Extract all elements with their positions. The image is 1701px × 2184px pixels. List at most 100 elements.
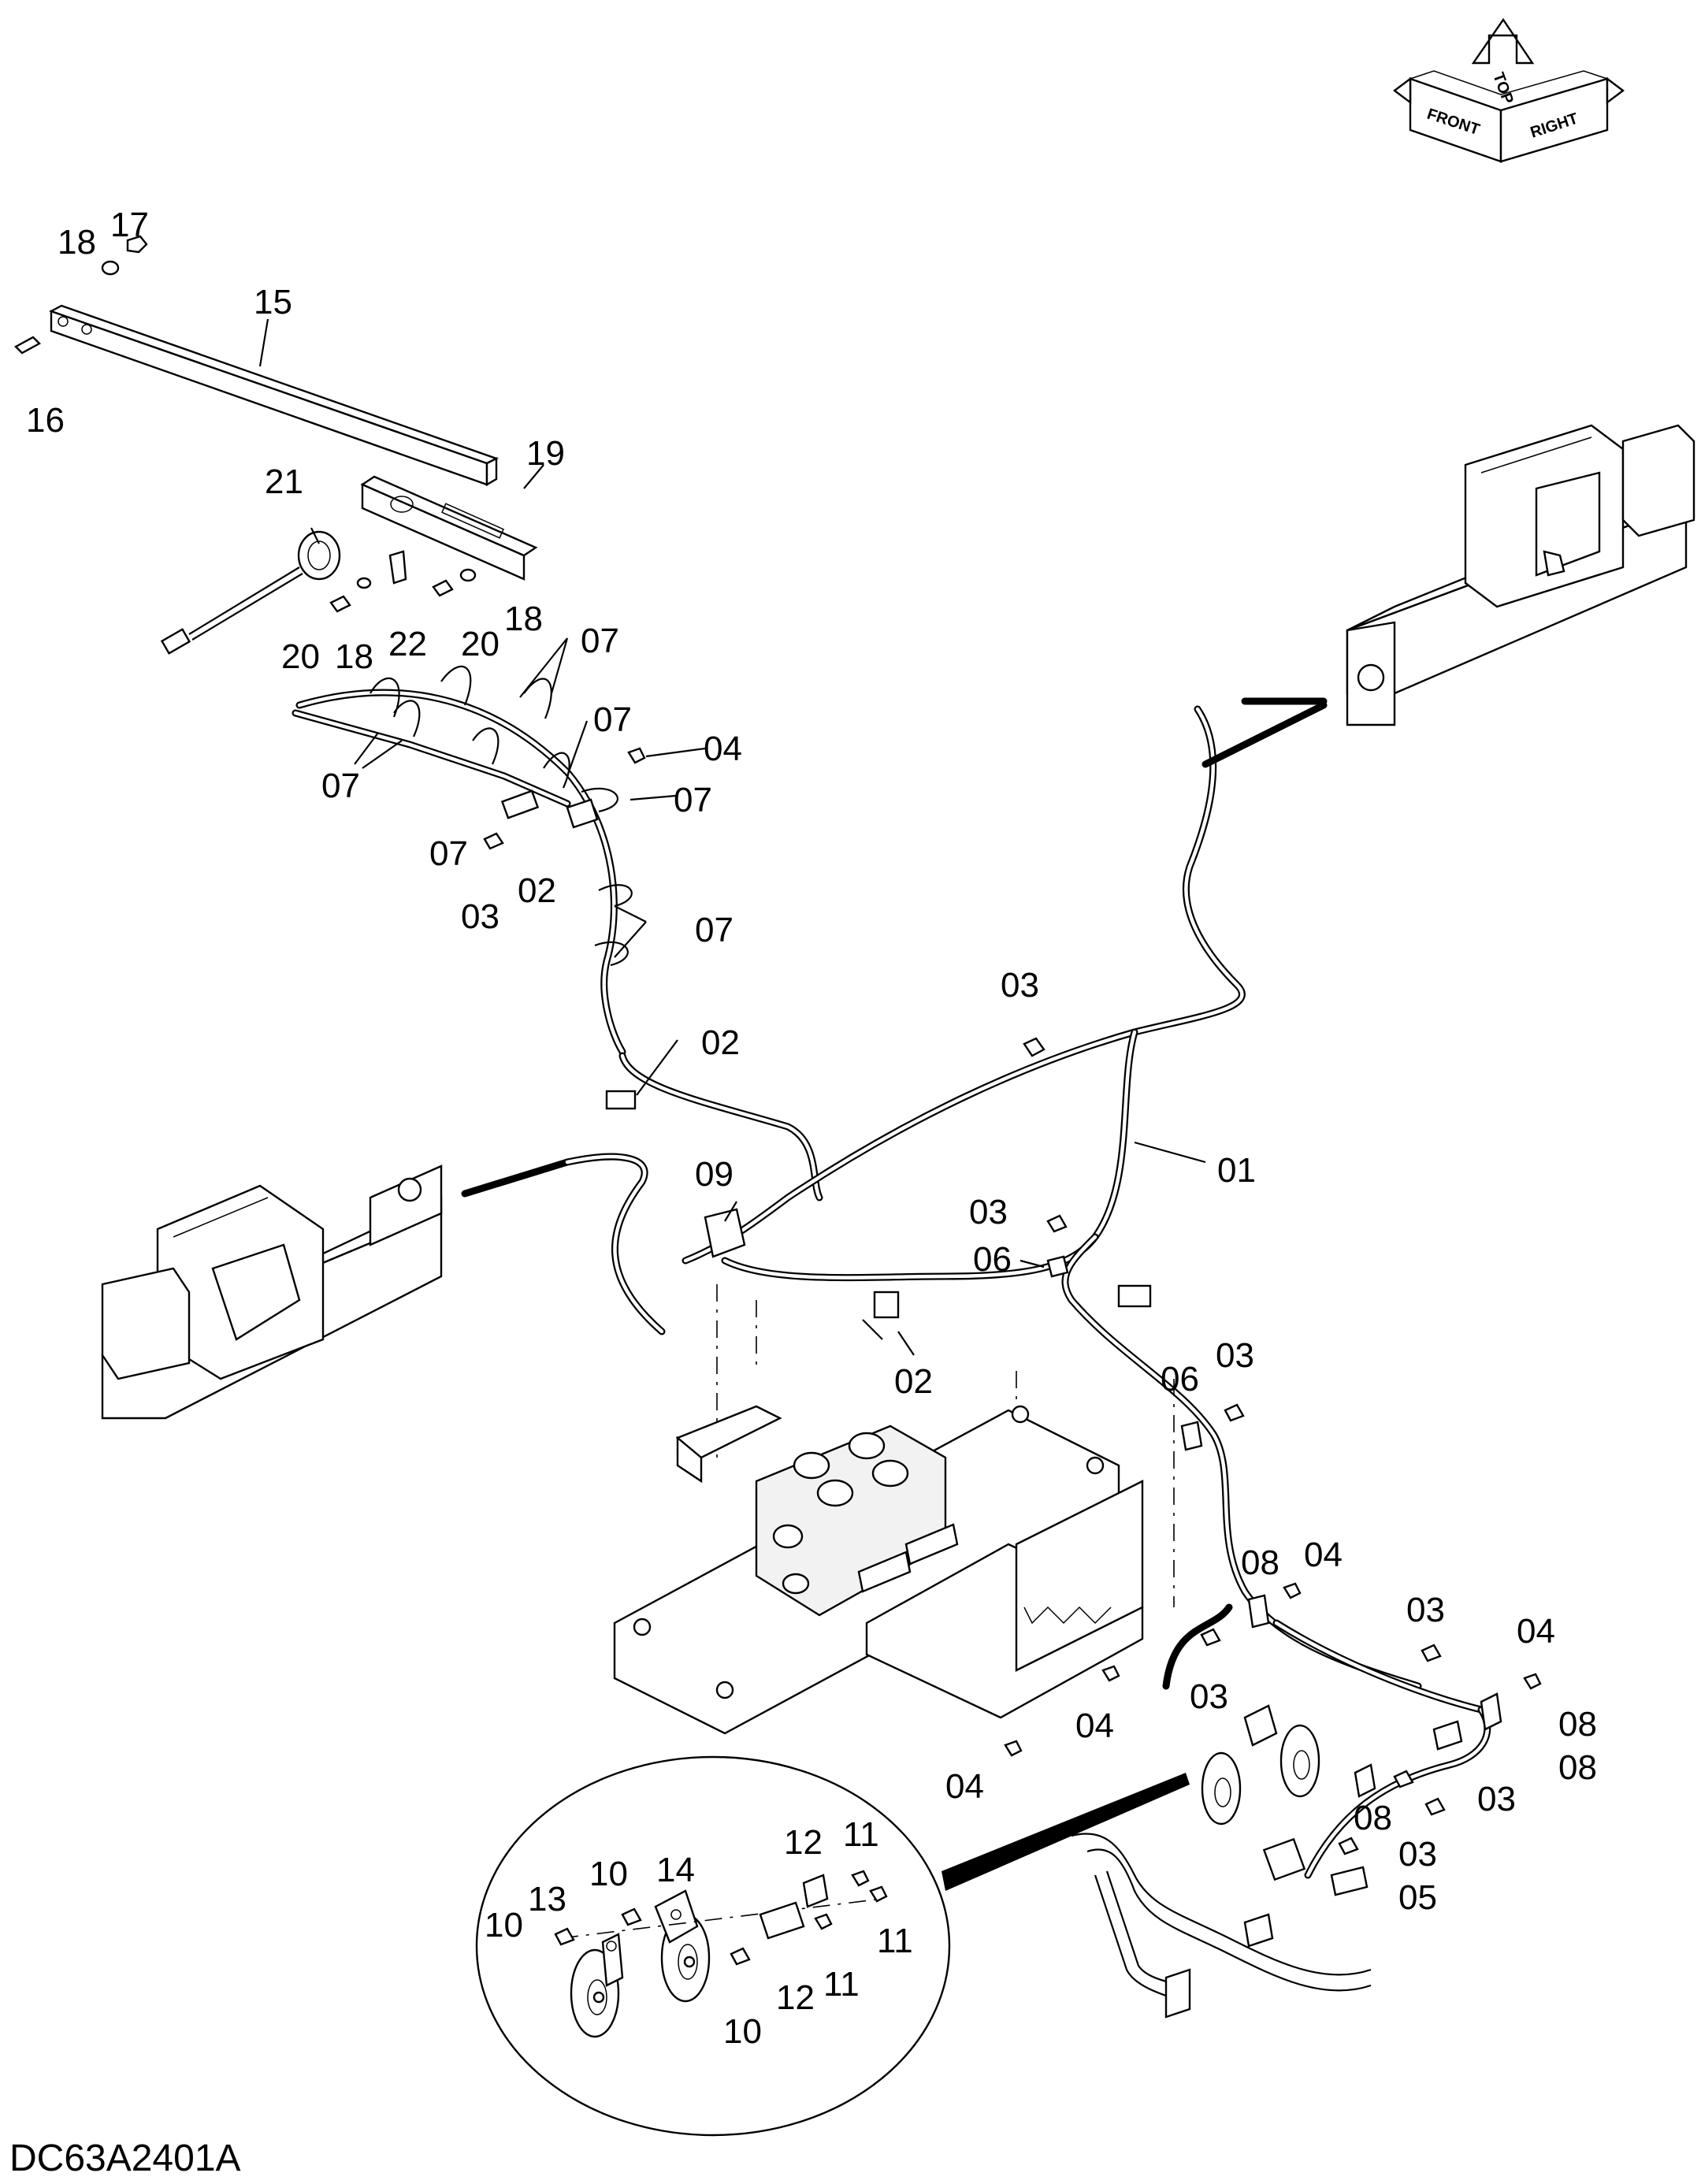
bolt-16 (14, 336, 41, 355)
bolt-03b (1023, 1037, 1045, 1057)
callout-07-c: 07 (321, 767, 360, 805)
detail-nut-11a (851, 1870, 870, 1887)
callout-04-a: 04 (704, 730, 742, 768)
bolt-03i (1338, 1837, 1359, 1855)
callout-07-b: 07 (593, 700, 632, 739)
clip-06a (1046, 1255, 1069, 1278)
callout-10-c: 10 (723, 2012, 762, 2051)
horn-area (1071, 1582, 1542, 2019)
callout-07-a: 07 (581, 622, 619, 660)
nut-04b (1101, 1665, 1120, 1682)
callout-16: 16 (26, 401, 65, 440)
bolt-03a (483, 832, 504, 850)
callout-03-a: 03 (461, 897, 500, 936)
clip-05 (1330, 1866, 1369, 1896)
callout-03-d: 03 (1216, 1336, 1254, 1375)
washer-18 (101, 260, 120, 276)
callout-02-b: 02 (701, 1023, 740, 1062)
connector-main (1117, 1284, 1152, 1308)
clamp-02c (605, 1090, 637, 1110)
drawing-code: DC63A2401A (9, 2138, 241, 2179)
callout-07-d: 07 (674, 781, 712, 819)
nut-04d (1283, 1582, 1302, 1599)
bolt-03h (1424, 1797, 1446, 1816)
detail-bolt-10a (554, 1927, 575, 1946)
upper-harness (292, 666, 646, 1110)
control-valve-assembly (613, 1284, 1175, 1757)
callout-08-b: 08 (1558, 1705, 1597, 1744)
callout-11-a: 11 (843, 1815, 879, 1854)
callout-03-c: 03 (969, 1193, 1008, 1231)
orientation-top: TOP (1489, 70, 1517, 106)
detail-bolt-10c (730, 1947, 751, 1966)
horn-detail-view (475, 1755, 1190, 2137)
callout-12-b: 12 (776, 1978, 815, 2017)
callout-08-a: 08 (1241, 1543, 1279, 1582)
clip-08d (1354, 1763, 1376, 1798)
callout-06-b: 06 (1161, 1360, 1199, 1398)
callout-02-c: 02 (894, 1362, 933, 1401)
detail-nut-11b (869, 1885, 888, 1903)
detail-nut-11c (814, 1913, 833, 1930)
callout-22: 22 (388, 625, 427, 663)
connector-02b (566, 798, 599, 829)
bolt-20a (329, 595, 351, 613)
detail-bubble (475, 1755, 951, 2137)
leader-lines (258, 318, 1206, 1356)
lamp-right (1201, 424, 1695, 768)
callout-03-g: 03 (1477, 1780, 1516, 1818)
bolt-03d (1224, 1403, 1245, 1422)
lamp-left (101, 1153, 666, 1420)
grommet-21 (297, 530, 341, 581)
clip-08b (1480, 1692, 1502, 1731)
bolt-03g (1393, 1770, 1414, 1788)
horn-a (1201, 1751, 1242, 1826)
horn-b (1279, 1724, 1320, 1798)
callout-18-a: 18 (58, 223, 96, 262)
callout-03-b: 03 (1001, 966, 1039, 1005)
clip-08c (1432, 1720, 1463, 1751)
callout-15: 15 (254, 283, 292, 321)
callout-07-f: 07 (695, 911, 734, 949)
callout-10-a: 10 (589, 1855, 628, 1893)
connector-02a (500, 789, 540, 819)
detail-bracket-12a (802, 1874, 829, 1908)
callout-20-b: 20 (461, 625, 500, 663)
callout-09: 09 (695, 1155, 734, 1194)
horn-connector (1262, 1837, 1306, 1881)
callout-10-b: 10 (485, 1906, 523, 1944)
callout-01: 01 (1217, 1151, 1256, 1190)
callout-07-e: 07 (429, 834, 468, 873)
nut-04e (1523, 1673, 1542, 1690)
callout-08-c: 08 (1558, 1748, 1597, 1787)
nut-04a (627, 747, 646, 764)
detail-bracket-12b (759, 1901, 805, 1940)
callout-11-c: 11 (823, 1965, 860, 2004)
callout-18-b: 18 (335, 637, 373, 676)
callout-04-d: 04 (1075, 1707, 1114, 1745)
callout-13: 13 (528, 1880, 566, 1918)
callout-18-c: 18 (504, 600, 543, 638)
callout-08-d: 08 (1354, 1799, 1392, 1837)
callout-labels: 17 18 15 16 19 21 20 18 22 20 18 07 07 0… (26, 206, 1597, 2051)
callout-21: 21 (265, 462, 303, 501)
callout-03-h: 03 (1398, 1835, 1437, 1874)
callout-06-a: 06 (973, 1240, 1012, 1279)
detail-bolt-10b (621, 1907, 642, 1926)
bolt-03e (1200, 1628, 1221, 1647)
callout-04-e: 04 (945, 1767, 984, 1806)
clip-22 (388, 550, 407, 585)
orientation-indicator: FRONT TOP RIGHT (1393, 17, 1625, 163)
callout-11-b: 11 (877, 1922, 913, 1960)
bolt-03f (1421, 1644, 1442, 1662)
washer-18c (459, 568, 477, 582)
bolt-03c (1046, 1214, 1068, 1233)
callout-04-c: 04 (1517, 1612, 1555, 1651)
callout-19: 19 (526, 434, 565, 473)
callout-05: 05 (1398, 1878, 1437, 1917)
washer-18b (356, 577, 372, 589)
bracket-bar (14, 235, 500, 487)
callout-02-a: 02 (518, 871, 556, 910)
clip-06b (1180, 1421, 1203, 1451)
